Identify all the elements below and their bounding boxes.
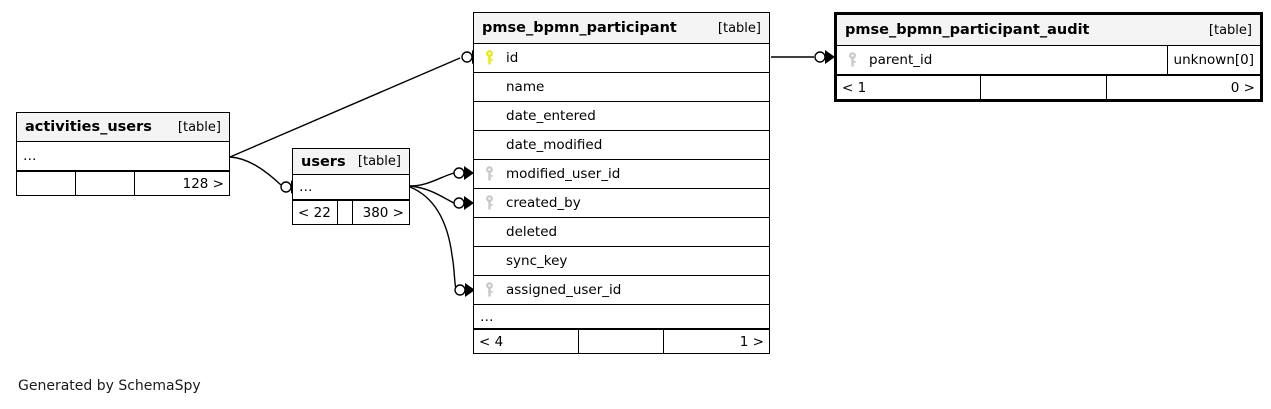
table-footer: < 1 0 > — [837, 75, 1260, 99]
column-name: assigned_user_id — [506, 282, 622, 298]
table-header: pmse_bpmn_participant_audit [table] — [837, 15, 1260, 46]
edge-endpoint-circle — [280, 181, 292, 193]
row-ellipsis-label: … — [480, 308, 495, 325]
table-type-tag: [table] — [1208, 22, 1252, 38]
column-name: date_modified — [506, 137, 603, 153]
foreign-key-icon — [837, 52, 867, 68]
footer-outgoing-count: 380 > — [362, 204, 404, 221]
table-header: activities_users [table] — [17, 113, 229, 142]
edge-users-to-modified_user_id — [409, 172, 455, 187]
table-row-modified_user_id[interactable]: modified_user_id — [474, 160, 769, 189]
table-name: pmse_bpmn_participant — [482, 20, 677, 36]
table-row-date_entered[interactable]: date_entered — [474, 102, 769, 131]
table-row-id[interactable]: id — [474, 44, 769, 73]
key-icon — [848, 52, 856, 67]
table-type-tag: [table] — [717, 20, 761, 36]
table-row-assigned_user_id[interactable]: assigned_user_id — [474, 276, 769, 305]
table-pmse_bpmn_participant_audit[interactable]: pmse_bpmn_participant_audit [table] pare… — [834, 12, 1263, 102]
foreign-key-icon — [474, 282, 504, 298]
footer-outgoing-count: 0 > — [1230, 79, 1255, 96]
footer-outgoing-count: 128 > — [182, 175, 224, 192]
footer-incoming-count: < 1 — [842, 79, 867, 96]
table-row-date_modified[interactable]: date_modified — [474, 131, 769, 160]
key-icon — [485, 166, 493, 181]
footer-middle-cell — [578, 330, 664, 353]
edge-endpoint-circle — [461, 51, 473, 63]
table-row[interactable]: … — [474, 305, 769, 329]
edge-endpoint-circle — [814, 51, 826, 63]
edge-activities_users-to-users — [229, 156, 282, 186]
column-name: deleted — [506, 224, 558, 240]
edge-endpoint-circle — [453, 197, 465, 209]
table-name: activities_users — [25, 119, 152, 135]
edge-users-to-assigned_user_id — [409, 186, 457, 290]
footer-incoming-count: < 22 — [298, 204, 331, 221]
foreign-key-icon — [474, 195, 504, 211]
table-row[interactable]: … — [17, 142, 229, 171]
column-name: id — [506, 50, 519, 66]
row-ellipsis-label: … — [299, 179, 314, 195]
table-row-deleted[interactable]: deleted — [474, 218, 769, 247]
footer-middle-cell — [980, 76, 1107, 99]
edge-endpoint-circle — [453, 167, 465, 179]
table-name: pmse_bpmn_participant_audit — [845, 22, 1090, 38]
edge-activities_users-to-participant-id — [229, 57, 461, 158]
footer-incoming-count: < 4 — [479, 333, 504, 350]
table-name: users — [301, 153, 346, 170]
table-type-tag: [table] — [177, 119, 221, 135]
key-icon — [485, 195, 493, 210]
footer-middle-cell — [75, 172, 135, 195]
table-footer: < 22 380 > — [293, 200, 409, 224]
table-row-sync_key[interactable]: sync_key — [474, 247, 769, 276]
footer-incoming-count — [17, 172, 75, 195]
column-name: created_by — [506, 195, 581, 211]
table-header: users [table] — [293, 149, 409, 175]
column-name: date_entered — [506, 108, 596, 124]
edge-users-to-created_by — [409, 185, 455, 204]
table-row-parent_id[interactable]: parent_id unknown[0] — [837, 46, 1260, 75]
foreign-key-icon — [474, 166, 504, 182]
table-row-name[interactable]: name — [474, 73, 769, 102]
column-name: sync_key — [506, 253, 568, 269]
primary-key-icon — [474, 50, 504, 66]
table-users[interactable]: users [table] … < 22 380 > — [292, 148, 410, 225]
table-activities_users[interactable]: activities_users [table] … 128 > — [16, 112, 230, 196]
row-ellipsis-label: … — [23, 148, 38, 164]
column-name: name — [506, 79, 545, 95]
table-row[interactable]: … — [293, 175, 409, 200]
generated-by-label: Generated by SchemaSpy — [18, 378, 201, 394]
footer-middle-cell — [337, 201, 353, 224]
footer-outgoing-count: 1 > — [739, 333, 764, 350]
table-footer: 128 > — [17, 171, 229, 195]
table-footer: < 4 1 > — [474, 329, 769, 353]
table-row-created_by[interactable]: created_by — [474, 189, 769, 218]
table-pmse_bpmn_participant[interactable]: pmse_bpmn_participant [table] id name da… — [473, 12, 770, 354]
column-name: parent_id — [869, 52, 933, 68]
edge-endpoint-circle — [454, 284, 466, 296]
column-name: modified_user_id — [506, 166, 621, 182]
table-type-tag: [table] — [357, 154, 401, 169]
key-icon — [485, 50, 493, 65]
column-type: unknown[0] — [1166, 46, 1260, 74]
table-header: pmse_bpmn_participant [table] — [474, 13, 769, 44]
key-icon — [485, 282, 493, 297]
